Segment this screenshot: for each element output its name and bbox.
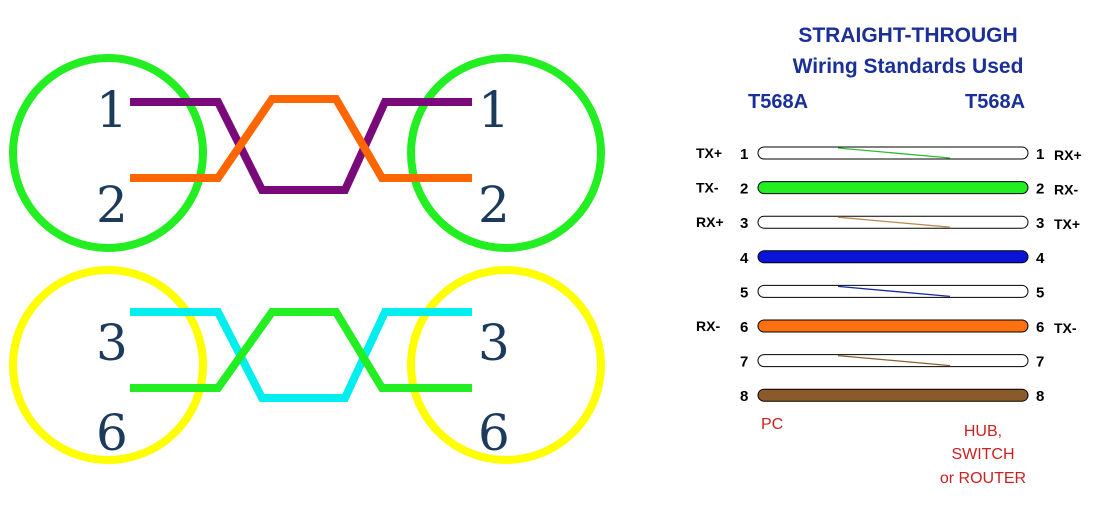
chart-title: STRAIGHT-THROUGH xyxy=(798,24,1017,47)
wire-pin-3 xyxy=(130,308,472,402)
right-pin-number: 1 xyxy=(1036,146,1044,163)
wire-pin-2 xyxy=(130,95,472,182)
right-pin-number: 8 xyxy=(1036,388,1044,405)
left-pin-number: 8 xyxy=(740,388,748,405)
right-ring-1-2 xyxy=(407,54,605,252)
right-signal-label: TX+ xyxy=(1054,216,1080,232)
right-device-line-2: SWITCH xyxy=(951,446,1014,463)
right-signal-label: TX- xyxy=(1054,320,1077,336)
crossover-diagram: 1 2 1 2 3 6 3 6 xyxy=(9,54,605,464)
left-pin-number: 7 xyxy=(740,354,748,371)
wire-stripe xyxy=(837,285,951,298)
right-pin-number: 7 xyxy=(1036,354,1044,371)
left-pin-label-2: 2 xyxy=(96,176,128,234)
crossover-pair-3-6: 3 6 3 6 xyxy=(9,266,605,464)
left-pin-label-1: 1 xyxy=(96,81,128,139)
standard-left: T568A xyxy=(748,91,808,113)
right-pin-number: 6 xyxy=(1036,319,1044,336)
right-signal-label: RX+ xyxy=(1054,147,1082,163)
wire-sleeve xyxy=(757,319,1029,333)
chart-subtitle: Wiring Standards Used xyxy=(793,55,1024,78)
right-pin-label-6: 6 xyxy=(478,404,510,462)
left-device-label: PC xyxy=(761,416,783,433)
right-pin-number: 3 xyxy=(1036,215,1044,232)
left-pin-number: 5 xyxy=(740,284,748,301)
left-signal-label: TX+ xyxy=(696,145,722,161)
wire-row-pin-3: RX+ 3 3 TX+ xyxy=(696,214,1080,232)
right-pin-label-3: 3 xyxy=(478,314,510,372)
crossover-pair-1-2: 1 2 1 2 xyxy=(9,54,605,252)
left-pin-label-6: 6 xyxy=(96,404,128,462)
left-pin-number: 4 xyxy=(740,250,749,267)
left-ring-3-6 xyxy=(9,266,207,464)
left-pin-number: 1 xyxy=(740,146,748,163)
right-pin-number: 5 xyxy=(1036,284,1044,301)
right-pin-label-2: 2 xyxy=(478,176,510,234)
left-pin-number: 3 xyxy=(740,215,748,232)
wire-row-pin-1: TX+ 1 1 RX+ xyxy=(696,145,1082,163)
wiring-chart-graphic: STRAIGHT-THROUGH Wiring Standards Used T… xyxy=(696,24,1082,487)
left-signal-label: TX- xyxy=(696,180,719,196)
right-signal-label: RX- xyxy=(1054,182,1078,198)
wire-stripe xyxy=(837,354,951,367)
wire-sleeve xyxy=(757,388,1029,402)
left-signal-label: RX+ xyxy=(696,214,724,230)
wire-stripe xyxy=(837,147,951,159)
right-pin-label-1: 1 xyxy=(478,81,510,139)
right-pin-number: 4 xyxy=(1036,250,1045,267)
right-pin-number: 2 xyxy=(1036,181,1044,198)
left-signal-label: RX- xyxy=(696,318,720,334)
right-ring-3-6 xyxy=(407,266,605,464)
left-pin-number: 2 xyxy=(740,181,748,198)
wire-stripe xyxy=(837,216,951,228)
standard-right: T568A xyxy=(965,91,1025,113)
wire-sleeve xyxy=(757,181,1029,195)
wire-pin-6 xyxy=(130,308,472,392)
wire-pin-1 xyxy=(130,98,472,194)
wiring-chart: STRAIGHT-THROUGH Wiring Standards Used T… xyxy=(688,18,1106,494)
right-device-line-1: HUB, xyxy=(964,423,1002,440)
left-pin-label-3: 3 xyxy=(96,314,128,372)
right-device-line-3: or ROUTER xyxy=(940,470,1026,487)
left-pin-number: 6 xyxy=(740,319,748,336)
left-ring-1-2 xyxy=(9,54,207,252)
wire-row-pin-2: TX- 2 2 RX- xyxy=(696,180,1078,198)
wire-sleeve xyxy=(757,250,1029,264)
wire-row-pin-6: RX- 6 6 TX- xyxy=(696,318,1077,336)
